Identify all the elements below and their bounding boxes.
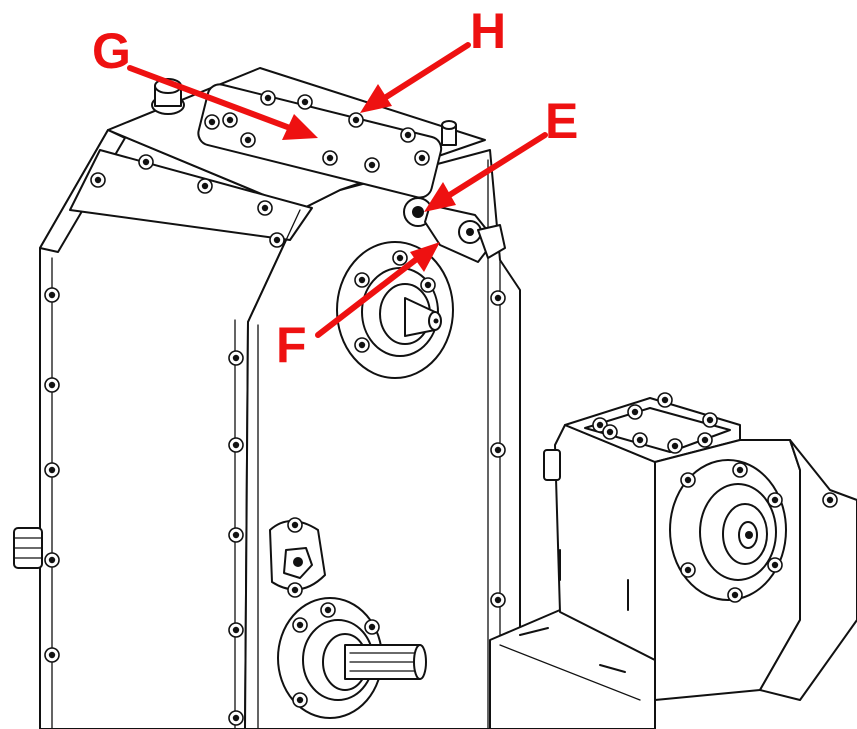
- arrow-f: [315, 242, 440, 338]
- upper-output-shaft: [336, 241, 454, 379]
- inspection-cover: [197, 83, 443, 199]
- callout-e: E: [545, 93, 578, 149]
- callout-arrows: [127, 42, 548, 338]
- arrow-g: [127, 65, 318, 140]
- left-shaft-stub: [13, 527, 43, 569]
- secondary-gearbox: [489, 397, 857, 729]
- lower-mount-plate: [269, 517, 326, 598]
- angled-inspection-plate: [69, 149, 313, 241]
- lifting-bracket: [403, 197, 506, 263]
- callout-labels: G H E F: [92, 3, 578, 373]
- callout-h: H: [470, 3, 506, 59]
- breather-plug: [151, 78, 185, 115]
- callout-f: F: [276, 317, 307, 373]
- main-housing: [39, 67, 521, 729]
- arrow-h: [360, 42, 471, 113]
- lower-input-shaft: [277, 597, 427, 719]
- oil-plug: [441, 120, 457, 146]
- arrow-e: [424, 132, 548, 212]
- callout-g: G: [92, 23, 131, 79]
